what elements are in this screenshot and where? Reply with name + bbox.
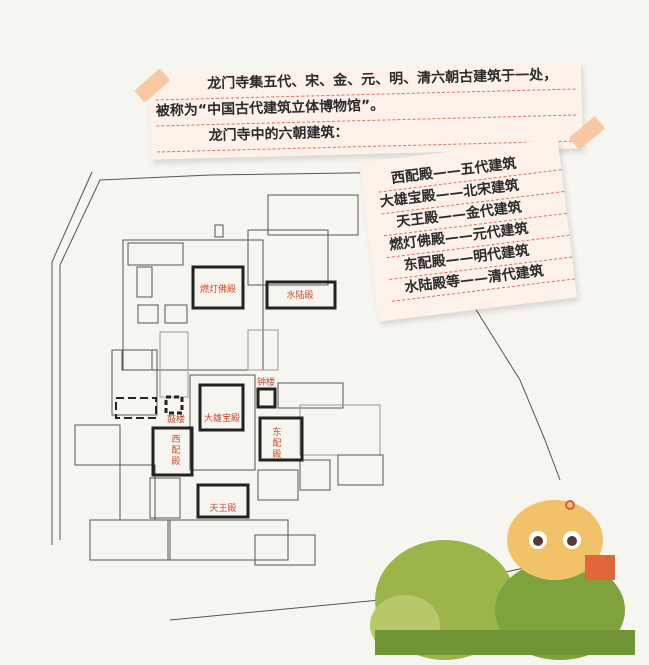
label-east-hall: 东	[272, 426, 281, 438]
label-west-hall-3: 殿	[171, 456, 180, 467]
outer-boundary	[59, 169, 561, 540]
label-shuilu-hall: 水陆殿	[286, 289, 313, 301]
label-west-hall: 西	[171, 434, 180, 445]
label-west-hall-2: 配	[171, 445, 180, 456]
label-drum-tower: 鼓楼	[167, 413, 185, 425]
dash: ——	[437, 206, 468, 226]
era-name: 金代建筑	[465, 199, 523, 223]
era-name: 五代建筑	[459, 155, 518, 179]
era-name: 清代建筑	[487, 263, 545, 286]
dynasty-list-note: 西配殿——五代建筑大雄宝殿——北宋建筑天王殿——金代建筑燃灯佛殿——元代建筑东配…	[358, 138, 578, 322]
label-randeng-hall: 燃灯佛殿	[200, 283, 236, 295]
dash: ——	[431, 162, 462, 182]
label-east-hall-2: 配	[272, 438, 281, 449]
label-east-hall-3: 殿	[272, 449, 281, 460]
dash: ——	[459, 269, 489, 290]
era-name: 明代建筑	[472, 242, 530, 266]
hall-name: 大雄宝殿	[379, 187, 437, 211]
hall-name: 西配殿	[390, 165, 434, 187]
hall-name: 天王殿	[395, 209, 440, 231]
dash: ——	[434, 184, 465, 204]
mascot-illustration	[507, 500, 615, 580]
label-bell-tower: 钟楼	[257, 376, 275, 388]
label-daxiong-hall: 大雄宝殿	[204, 412, 240, 424]
hall-name: 燃灯佛殿	[388, 230, 446, 254]
hall-name: 水陆殿等	[403, 273, 462, 297]
dash: ——	[443, 227, 474, 247]
label-tianwang-hall: 天王殿	[209, 503, 236, 514]
dash: ——	[444, 249, 475, 269]
era-name: 元代建筑	[471, 220, 530, 244]
hall-name: 东配殿	[402, 253, 447, 275]
bush-illustration	[370, 540, 635, 660]
era-name: 北宋建筑	[462, 177, 520, 201]
